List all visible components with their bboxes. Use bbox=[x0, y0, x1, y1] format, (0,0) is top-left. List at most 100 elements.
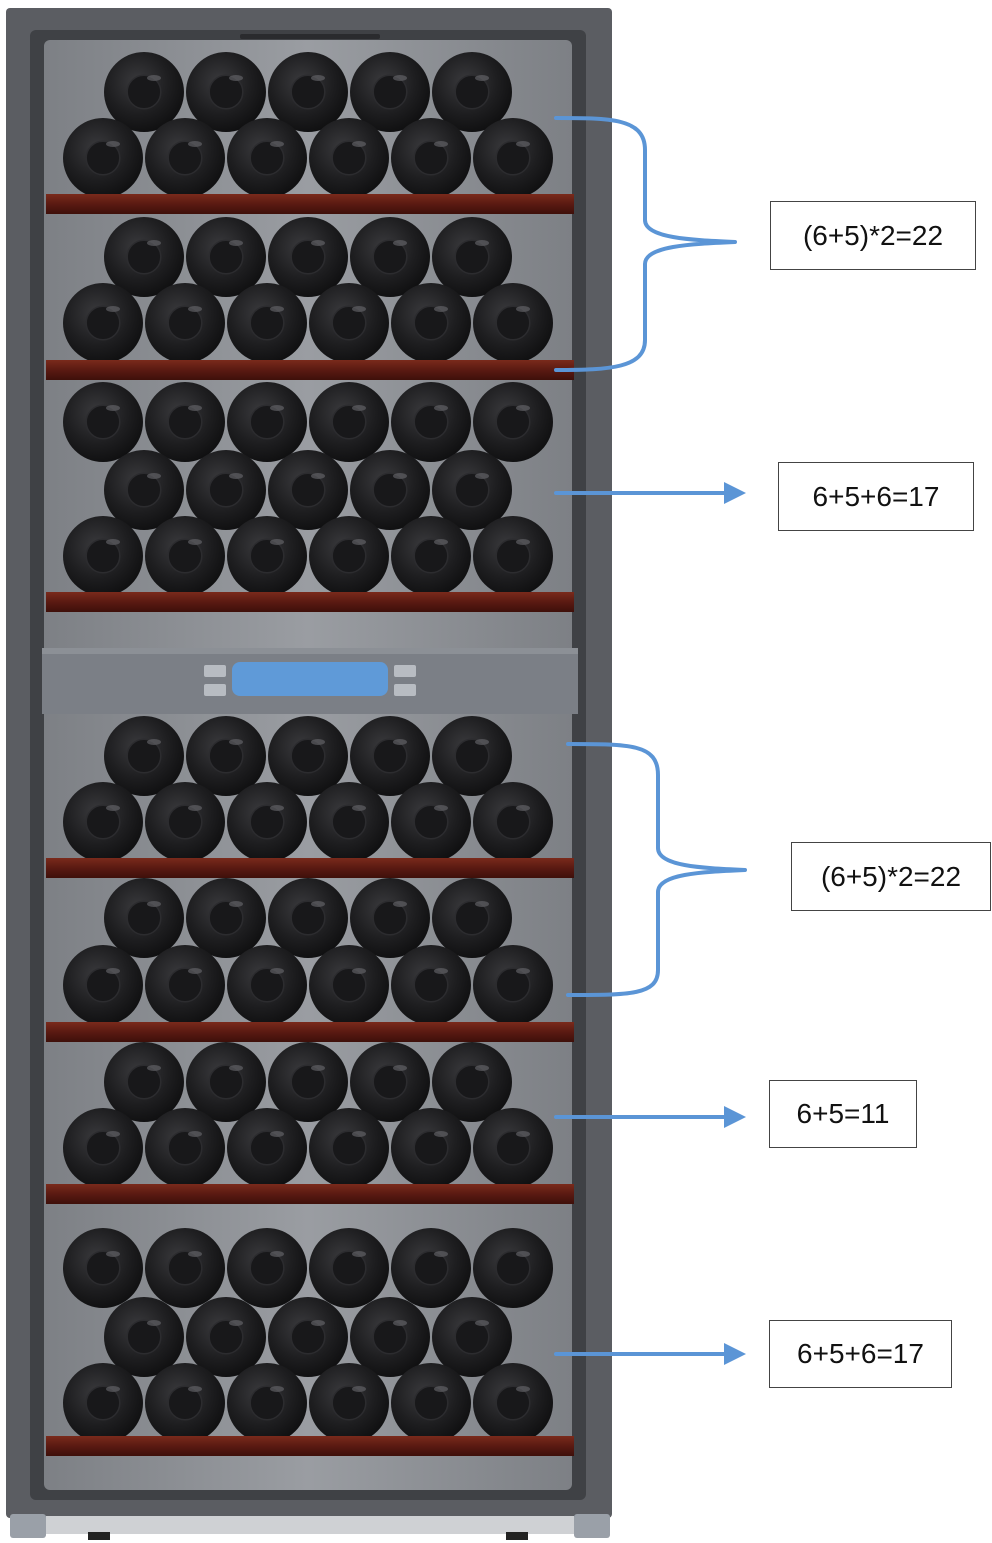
left-foot bbox=[10, 1514, 46, 1538]
wine-bottle bbox=[350, 217, 430, 297]
wine-bottle bbox=[432, 217, 512, 297]
right-foot bbox=[574, 1514, 610, 1538]
wine-bottle bbox=[309, 1363, 389, 1443]
wine-bottle bbox=[309, 516, 389, 596]
control-panel bbox=[42, 648, 578, 714]
wine-bottle bbox=[63, 945, 143, 1025]
wine-bottle bbox=[145, 516, 225, 596]
button-icon-up-right[interactable] bbox=[394, 665, 416, 677]
wine-bottle bbox=[227, 1363, 307, 1443]
wooden-shelf bbox=[46, 592, 574, 612]
wooden-shelf bbox=[46, 360, 574, 380]
wine-bottle bbox=[309, 283, 389, 363]
wine-bottle bbox=[473, 283, 553, 363]
wooden-shelf bbox=[46, 858, 574, 878]
capacity-label-zone-5: 6+5+6=17 bbox=[769, 1320, 952, 1388]
wine-bottle bbox=[391, 382, 471, 462]
wine-bottle bbox=[227, 1108, 307, 1188]
wine-bottle bbox=[63, 1108, 143, 1188]
wine-bottle bbox=[104, 716, 184, 796]
wine-bottle bbox=[350, 878, 430, 958]
wine-bottle bbox=[473, 382, 553, 462]
wine-bottle bbox=[104, 1297, 184, 1377]
wine-bottle bbox=[268, 52, 348, 132]
wine-bottle bbox=[350, 716, 430, 796]
wine-bottle bbox=[391, 945, 471, 1025]
shelf-layer bbox=[46, 194, 574, 1456]
wine-bottle bbox=[63, 283, 143, 363]
wine-bottle bbox=[145, 1108, 225, 1188]
wine-bottle bbox=[473, 118, 553, 198]
wine-bottle bbox=[391, 283, 471, 363]
wine-bottle bbox=[309, 782, 389, 862]
display-screen bbox=[232, 662, 388, 696]
wooden-shelf bbox=[46, 194, 574, 214]
wine-bottle bbox=[268, 716, 348, 796]
wine-bottle bbox=[350, 450, 430, 530]
wooden-shelf bbox=[46, 1436, 574, 1456]
wine-bottle bbox=[473, 1363, 553, 1443]
wine-bottle bbox=[309, 118, 389, 198]
wine-bottle bbox=[186, 450, 266, 530]
wine-bottle bbox=[227, 516, 307, 596]
capacity-label-zone-1: (6+5)*2=22 bbox=[770, 201, 976, 270]
wine-bottle bbox=[63, 118, 143, 198]
wine-bottle bbox=[145, 382, 225, 462]
wine-bottle bbox=[104, 1042, 184, 1122]
wine-bottle bbox=[268, 878, 348, 958]
wine-bottle bbox=[432, 716, 512, 796]
wine-bottle bbox=[104, 217, 184, 297]
wine-bottle bbox=[309, 945, 389, 1025]
wine-bottle bbox=[391, 516, 471, 596]
wine-bottle bbox=[145, 1363, 225, 1443]
base-pad-right bbox=[506, 1532, 528, 1540]
wine-bottle bbox=[350, 52, 430, 132]
wine-bottle bbox=[309, 382, 389, 462]
capacity-label-zone-2: 6+5+6=17 bbox=[778, 462, 974, 531]
wine-bottle bbox=[473, 516, 553, 596]
wine-bottle bbox=[432, 1042, 512, 1122]
wooden-shelf bbox=[46, 1022, 574, 1042]
door-handle-slot bbox=[240, 34, 380, 39]
arrow-head-zone-5 bbox=[724, 1343, 746, 1365]
base-pad-left bbox=[88, 1532, 110, 1540]
bracket-zone-1 bbox=[554, 116, 737, 372]
button-icon-up-left[interactable] bbox=[204, 665, 226, 677]
wine-bottle bbox=[227, 945, 307, 1025]
wine-bottle bbox=[473, 1228, 553, 1308]
wine-bottle bbox=[391, 1228, 471, 1308]
wine-bottle bbox=[227, 1228, 307, 1308]
wine-bottle bbox=[63, 1363, 143, 1443]
wine-bottle bbox=[350, 1297, 430, 1377]
wine-bottle bbox=[268, 1297, 348, 1377]
wine-bottle bbox=[309, 1108, 389, 1188]
wine-bottle bbox=[63, 516, 143, 596]
wine-bottle bbox=[473, 782, 553, 862]
wine-bottle bbox=[104, 52, 184, 132]
bottle-layer bbox=[63, 52, 553, 1443]
wooden-shelf bbox=[46, 1184, 574, 1204]
wine-bottle bbox=[63, 782, 143, 862]
button-icon-down-left[interactable] bbox=[204, 684, 226, 696]
wine-bottle bbox=[104, 878, 184, 958]
wine-bottle bbox=[186, 1297, 266, 1377]
wine-bottle bbox=[186, 217, 266, 297]
wine-bottle bbox=[432, 1297, 512, 1377]
button-icon-down-right[interactable] bbox=[394, 684, 416, 696]
wine-bottle bbox=[432, 450, 512, 530]
arrow-head-zone-2 bbox=[724, 482, 746, 504]
capacity-label-zone-3: (6+5)*2=22 bbox=[791, 842, 991, 911]
wine-bottle bbox=[432, 878, 512, 958]
wine-bottle bbox=[186, 716, 266, 796]
wine-bottle bbox=[186, 52, 266, 132]
bracket-zone-3 bbox=[566, 742, 747, 997]
wine-bottle bbox=[391, 118, 471, 198]
wine-bottle bbox=[268, 1042, 348, 1122]
wine-bottle bbox=[104, 450, 184, 530]
wine-bottle bbox=[63, 1228, 143, 1308]
wine-bottle bbox=[145, 945, 225, 1025]
wine-bottle bbox=[145, 283, 225, 363]
arrow-head-zone-4 bbox=[724, 1106, 746, 1128]
capacity-label-zone-4: 6+5=11 bbox=[769, 1080, 917, 1148]
